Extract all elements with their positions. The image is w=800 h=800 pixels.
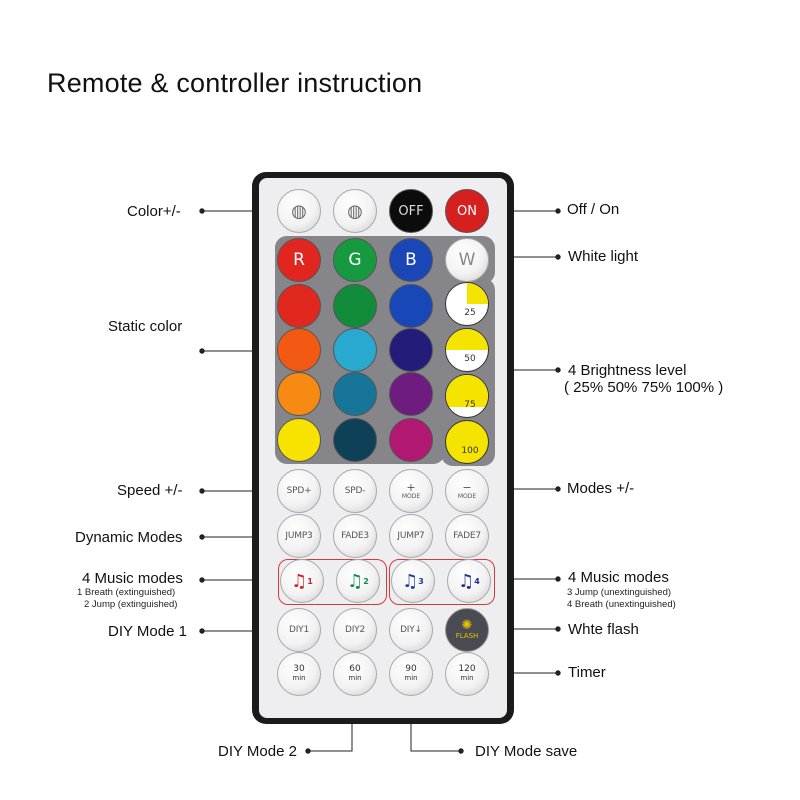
music-group-right [389,559,495,605]
static-color-indigo[interactable] [389,328,433,372]
label-static-color: Static color [108,318,183,335]
music-4-button[interactable]: ♫4 [447,559,491,603]
speed-down-button[interactable]: SPD- [333,469,377,513]
brightness-25-button[interactable]: 25 [445,282,489,326]
brightness-fill [446,375,488,407]
label-off-on: Off / On [567,201,620,218]
label-timer: Timer [568,664,606,681]
music-note-icon: ♫ [458,570,475,592]
blue-button[interactable]: B [389,238,433,282]
music-group-left [278,559,387,605]
label-music-right-sub2: 4 Breath (unextinguished) [567,599,676,610]
label-diy2: DIY Mode 2 [218,743,297,760]
music-note-icon: ♫ [402,570,419,592]
static-color-yellow[interactable] [277,418,321,462]
fade7-button[interactable]: FADE7 [445,514,489,558]
music-note-icon: ♫ [291,570,308,592]
diy-save-button[interactable]: DIY↓ [389,608,433,652]
brightness-100-button[interactable]: 100 [445,420,489,464]
red-button[interactable]: R [277,238,321,282]
label-music-right: 4 Music modes [568,569,669,586]
label-diy1: DIY Mode 1 [108,623,187,640]
sparkle-icon: ✺ [461,618,473,633]
label-brightness-sub: ( 25% 50% 75% 100% ) [564,379,724,396]
speed-up-button[interactable]: SPD+ [277,469,321,513]
diy1-button[interactable]: DIY1 [277,608,321,652]
label-brightness: 4 Brightness level [568,362,687,379]
static-color-light-blue[interactable] [333,328,377,372]
remote-control: ◍ ◍ OFF ON R G B W 25 50 75 100 SPD+ SPD… [252,172,514,724]
music-3-button[interactable]: ♫3 [391,559,435,603]
music-note-icon: ♫ [347,570,364,592]
music-1-button[interactable]: ♫1 [280,559,324,603]
white-button[interactable]: W [445,238,489,282]
jump3-button[interactable]: JUMP3 [277,514,321,558]
static-color-magenta[interactable] [389,418,433,462]
brightness-fill [467,283,488,304]
label-modes: Modes +/- [567,480,635,497]
color-minus-button[interactable]: ◍ [333,189,377,233]
brightness-fill [446,329,488,350]
label-white-light: White light [568,248,639,265]
static-color-dark-teal[interactable] [333,418,377,462]
static-color-green[interactable] [333,284,377,328]
diy2-button[interactable]: DIY2 [333,608,377,652]
static-color-teal[interactable] [333,372,377,416]
mode-up-button[interactable]: + MODE [389,469,433,513]
label-music-left-sub2: 2 Jump (extinguished) [84,599,178,610]
jump7-button[interactable]: JUMP7 [389,514,433,558]
label-diy-save: DIY Mode save [475,743,578,760]
fade3-button[interactable]: FADE3 [333,514,377,558]
static-color-orange-red[interactable] [277,328,321,372]
mode-down-button[interactable]: − MODE [445,469,489,513]
flash-button[interactable]: ✺ FLASH [445,608,489,652]
label-color: Color+/- [127,203,181,220]
brightness-75-button[interactable]: 75 [445,374,489,418]
on-button[interactable]: ON [445,189,489,233]
color-plus-button[interactable]: ◍ [277,189,321,233]
label-white-flash: Whte flash [568,621,639,638]
label-dynamic-modes: Dynamic Modes [75,529,183,546]
label-speed: Speed +/- [117,482,183,499]
brightness-50-button[interactable]: 50 [445,328,489,372]
static-color-blue[interactable] [389,284,433,328]
off-button[interactable]: OFF [389,189,433,233]
green-button[interactable]: G [333,238,377,282]
label-music-right-sub1: 3 Jump (unextinguished) [567,587,672,598]
static-color-purple[interactable] [389,372,433,416]
palette-plus-icon: ◍ [291,200,307,222]
label-music-left-sub1: 1 Breath (extinguished) [77,587,176,598]
palette-minus-icon: ◍ [347,200,363,222]
static-color-orange[interactable] [277,372,321,416]
music-2-button[interactable]: ♫2 [336,559,380,603]
static-color-red[interactable] [277,284,321,328]
page-title: Remote & controller instruction [47,68,423,98]
label-music-left: 4 Music modes [82,570,183,587]
